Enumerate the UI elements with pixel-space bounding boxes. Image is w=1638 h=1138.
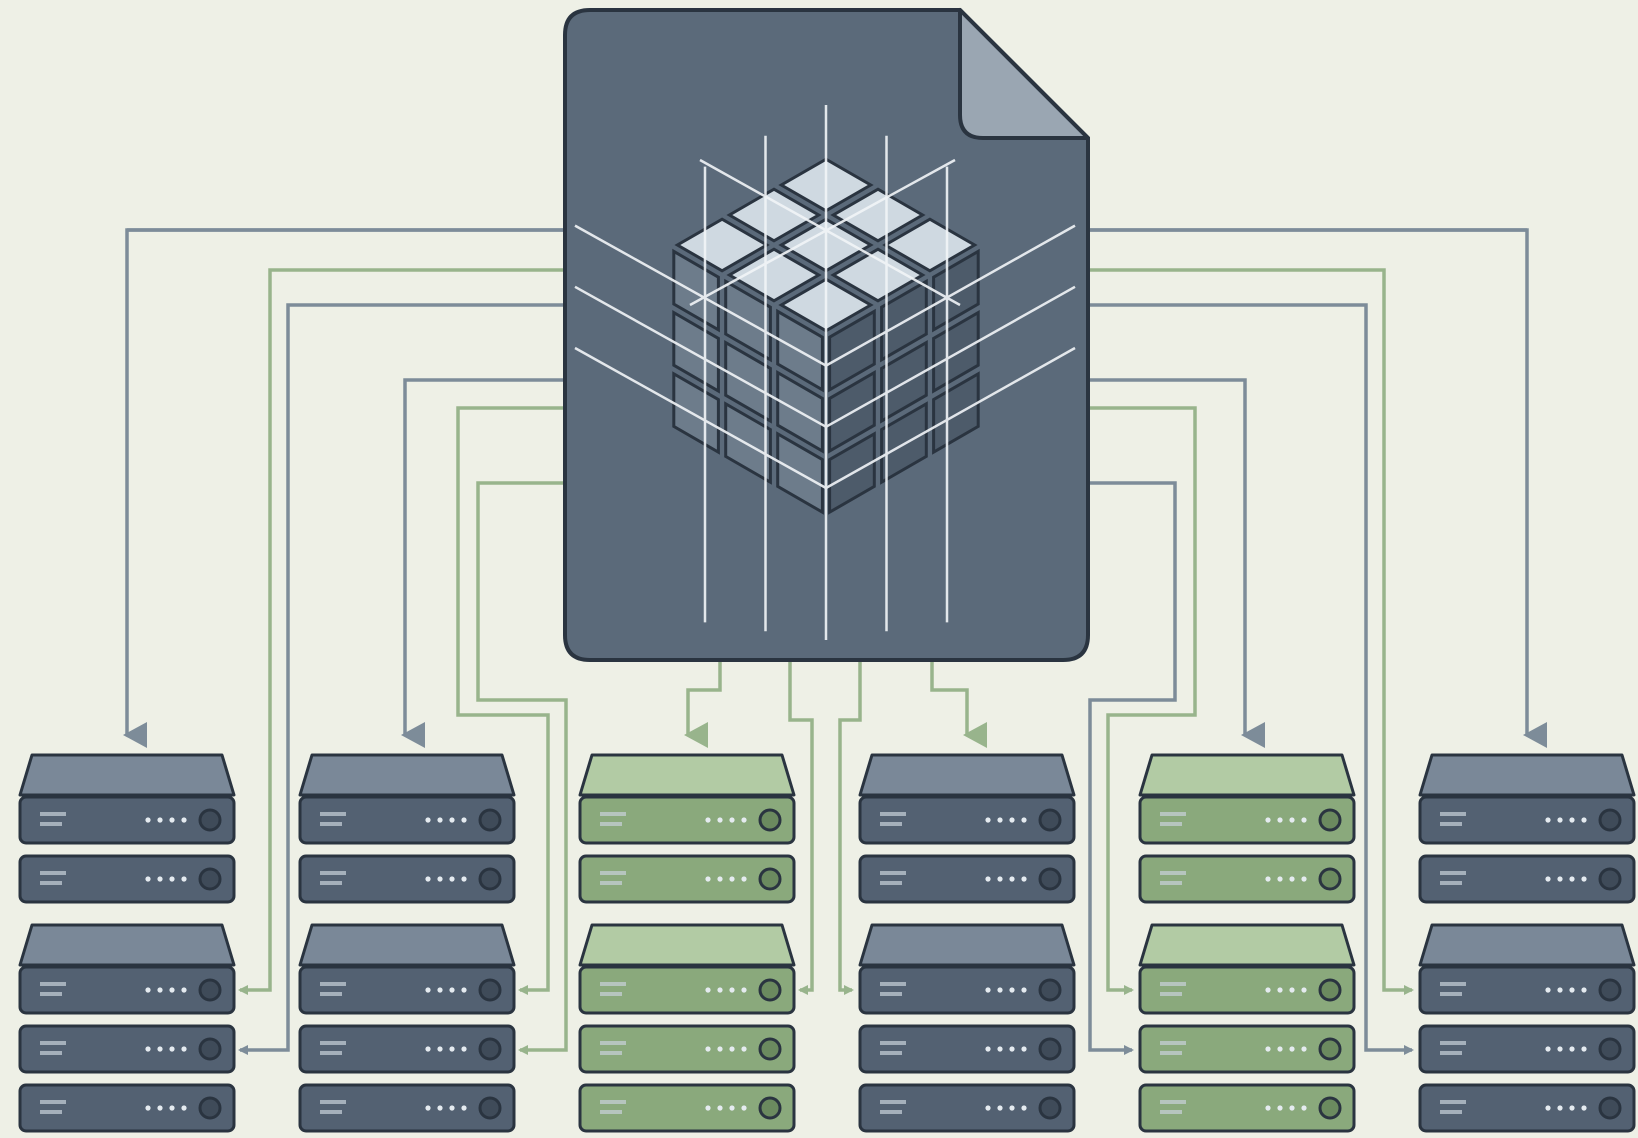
cube-cell-left-7	[672, 248, 720, 333]
feed-right-3	[1030, 406, 1197, 995]
server-stack-icon	[298, 753, 516, 1133]
server-unit-12	[298, 795, 516, 845]
cube-cell-left-8	[672, 309, 720, 394]
server-unit-47	[1138, 1083, 1356, 1133]
server-unit-7	[18, 1083, 236, 1133]
server-stacks	[18, 753, 1636, 1133]
cube-cell-top-8	[726, 187, 822, 243]
feed-center-2	[838, 600, 862, 995]
server-lid-34	[858, 923, 1076, 967]
server-unit-3	[18, 854, 236, 904]
server-unit-56	[1418, 1024, 1636, 1074]
server-lid-24	[578, 923, 796, 967]
feed-left-2	[238, 303, 620, 1055]
cube-cell-left-6	[724, 401, 772, 485]
server-unit-32	[858, 795, 1076, 845]
server-unit-46	[1138, 1024, 1356, 1074]
server-unit-27	[578, 1083, 796, 1133]
feed-center-1	[788, 600, 814, 995]
server-lid-44	[1138, 923, 1356, 967]
server-unit-45	[1138, 965, 1356, 1015]
server-lid-31	[858, 753, 1076, 797]
server-unit-52	[1418, 795, 1636, 845]
arrow-to-stack-2	[401, 378, 620, 748]
cube-cell-left-4	[724, 278, 772, 363]
server-stack-icon	[18, 753, 236, 1133]
cube-cell-left-9	[672, 371, 720, 455]
feed-right-4	[1030, 481, 1177, 1055]
feed-right-1	[1030, 268, 1414, 995]
feed-right-2	[1030, 303, 1414, 1055]
server-unit-57	[1418, 1083, 1636, 1133]
cube-cell-top-3	[882, 217, 978, 273]
server-lid-14	[298, 923, 516, 967]
server-lid-4	[18, 923, 236, 967]
feed-left-4	[476, 481, 620, 1055]
server-unit-35	[858, 965, 1076, 1015]
cube-cell-top-2	[830, 247, 926, 303]
cube-cell-left-5	[724, 340, 772, 424]
document-fold	[958, 8, 1090, 140]
server-lid-41	[1138, 753, 1356, 797]
cube-cell-top-6	[830, 187, 926, 243]
server-stack-icon	[1418, 753, 1636, 1133]
cube-slice-lines	[574, 105, 1076, 640]
server-unit-53	[1418, 854, 1636, 904]
server-unit-16	[298, 1024, 516, 1074]
sharded-cube-icon	[574, 105, 1076, 640]
server-stack-icon	[1138, 753, 1356, 1133]
server-unit-37	[858, 1083, 1076, 1133]
server-unit-5	[18, 965, 236, 1015]
server-stack-icon	[578, 753, 796, 1133]
server-stack-icon	[858, 753, 1076, 1133]
server-unit-13	[298, 854, 516, 904]
server-unit-36	[858, 1024, 1076, 1074]
server-lid-1	[18, 753, 236, 797]
server-lid-51	[1418, 753, 1636, 797]
server-unit-42	[1138, 795, 1356, 845]
arrow-to-stack-5	[1030, 378, 1265, 748]
server-unit-15	[298, 965, 516, 1015]
feed-left-3	[456, 406, 620, 995]
server-unit-6	[18, 1024, 236, 1074]
server-lid-11	[298, 753, 516, 797]
server-unit-43	[1138, 854, 1356, 904]
cube-cell-top-7	[674, 217, 770, 273]
server-unit-26	[578, 1024, 796, 1074]
server-unit-22	[578, 795, 796, 845]
server-unit-33	[858, 854, 1076, 904]
server-lid-54	[1418, 923, 1636, 967]
cube-cell-right-8	[932, 309, 980, 394]
server-unit-17	[298, 1083, 516, 1133]
server-unit-2	[18, 795, 236, 845]
server-lid-21	[578, 753, 796, 797]
cube-cell-right-7	[932, 248, 980, 333]
server-unit-25	[578, 965, 796, 1015]
server-unit-23	[578, 854, 796, 904]
server-unit-55	[1418, 965, 1636, 1015]
cube-cell-right-9	[932, 371, 980, 455]
cube-cell-top-4	[726, 247, 822, 303]
feed-left-1	[238, 268, 620, 995]
